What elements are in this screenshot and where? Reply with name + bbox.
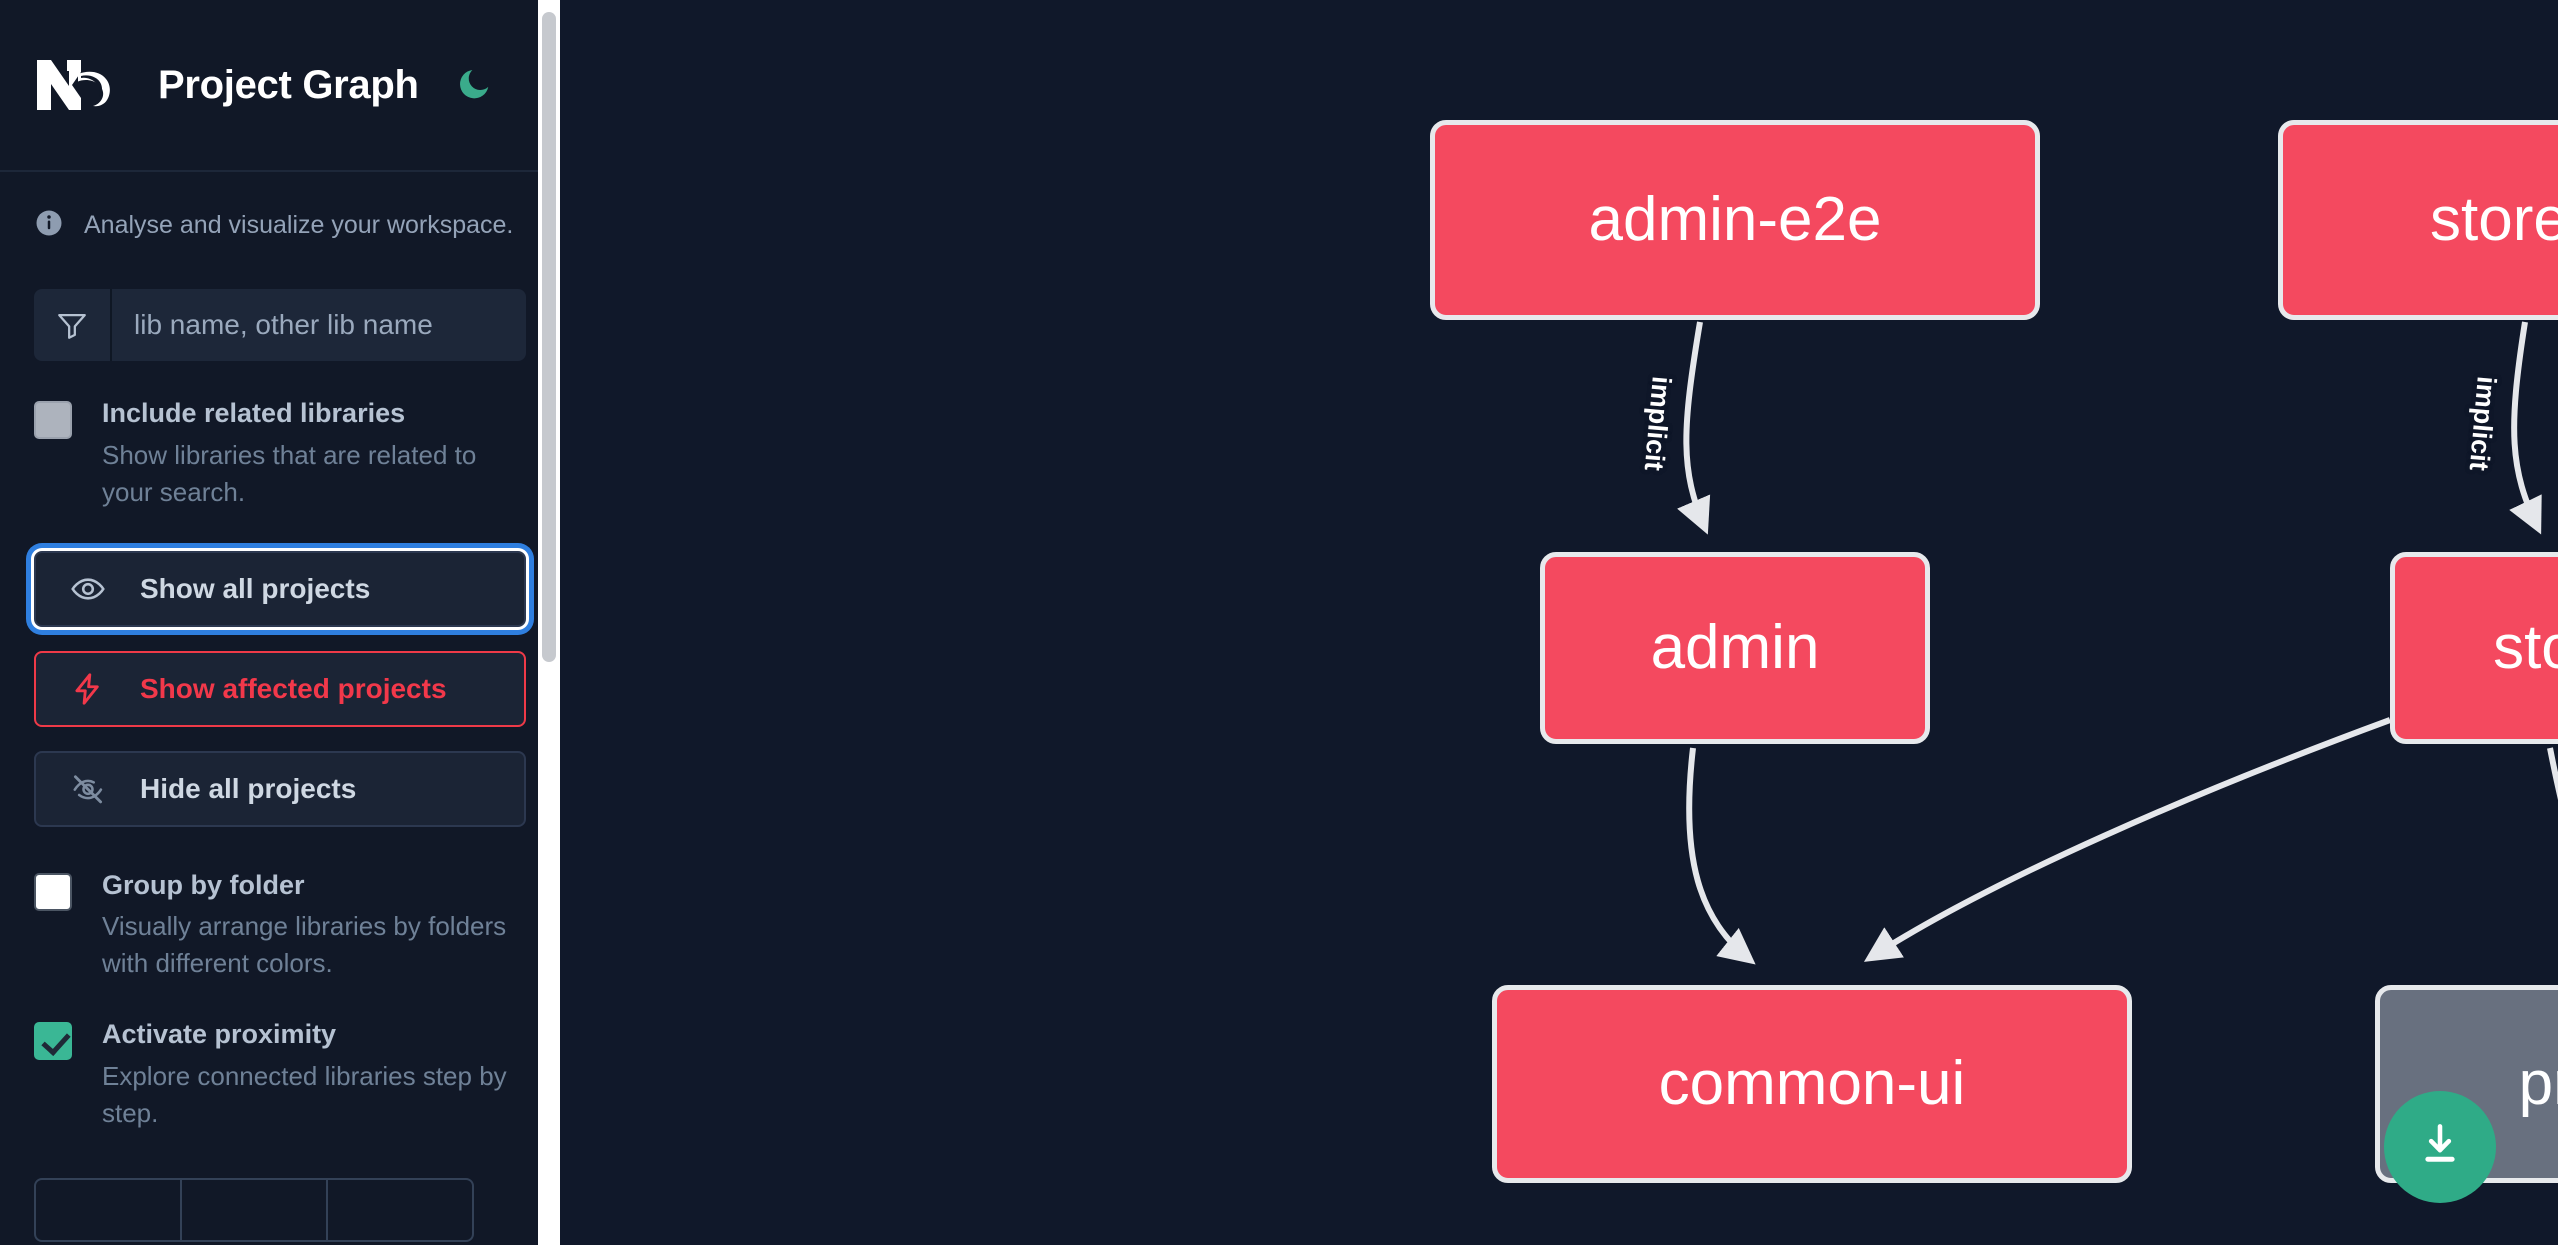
graph-edges xyxy=(1677,321,2558,965)
page-title: Project Graph xyxy=(158,62,419,107)
option-text-activate-proximity: Activate proximity Explore connected lib… xyxy=(102,1018,526,1132)
moon-icon[interactable] xyxy=(451,62,497,108)
filter-icon xyxy=(34,289,112,361)
hide-all-projects-button[interactable]: Hide all projects xyxy=(34,750,526,827)
info-icon xyxy=(34,208,64,243)
download-graph-button[interactable] xyxy=(2384,1091,2496,1203)
option-label: Include related libraries xyxy=(102,398,406,428)
show-all-projects-label: Show all projects xyxy=(140,572,371,604)
option-text-group-by-folder: Group by folder Visually arrange librari… xyxy=(102,869,526,983)
node-label: admin xyxy=(1650,613,1820,682)
option-description: Show libraries that are related to your … xyxy=(102,439,477,507)
eye-off-icon xyxy=(70,771,120,807)
show-affected-projects-button[interactable]: Show affected projects xyxy=(34,650,526,727)
sidebar-note: Analyse and visualize your workspace. xyxy=(0,172,560,243)
option-activate-proximity[interactable]: Activate proximity Explore connected lib… xyxy=(0,982,560,1132)
graph-node-store[interactable]: store xyxy=(2390,552,2558,744)
download-icon xyxy=(2414,1119,2466,1176)
filter-row xyxy=(0,243,560,361)
sidebar-note-text: Analyse and visualize your workspace. xyxy=(84,211,514,239)
proximity-segmented-control[interactable] xyxy=(34,1177,474,1242)
sidebar-header: Project Graph xyxy=(0,0,560,172)
edge-store-e2e-store xyxy=(2509,321,2542,535)
sidebar-scrollbar-thumb[interactable] xyxy=(542,12,556,662)
include-related-libraries-checkbox[interactable] xyxy=(34,401,72,439)
node-label: admin-e2e xyxy=(1588,185,1882,254)
edge-store-common-ui xyxy=(1863,717,2392,962)
graph-node-admin[interactable]: admin xyxy=(1540,552,1930,744)
edge-admin-e2e-admin xyxy=(1677,321,1711,535)
option-label: Group by folder xyxy=(102,869,305,900)
graph-canvas[interactable]: admin-e2e store-e2e admin store common-u… xyxy=(560,0,2558,1245)
filter-box[interactable] xyxy=(34,289,526,361)
projects-button-group: Show all projects Show affected projects xyxy=(0,511,560,827)
node-label: products xyxy=(2518,1049,2558,1118)
hide-all-projects-label: Hide all projects xyxy=(140,772,357,804)
graph-node-admin-e2e[interactable]: admin-e2e xyxy=(1430,120,2040,320)
option-description: Visually arrange libraries by folders wi… xyxy=(102,911,507,979)
edge-store-products xyxy=(2547,747,2558,801)
option-group-by-folder[interactable]: Group by folder Visually arrange librari… xyxy=(0,827,560,983)
option-include-related-libraries[interactable]: Include related libraries Show libraries… xyxy=(0,361,560,511)
checkbox-wrap-group-by-folder xyxy=(34,872,80,983)
sidebar: Project Graph Analyse and visualize your… xyxy=(0,0,560,1245)
option-text-include-related: Include related libraries Show libraries… xyxy=(102,397,526,511)
graph-node-store-e2e[interactable]: store-e2e xyxy=(2278,120,2558,320)
nx-logo-icon xyxy=(34,54,126,116)
bolt-icon xyxy=(70,671,120,707)
segment-3[interactable] xyxy=(328,1180,472,1240)
graph-node-common-ui[interactable]: common-ui xyxy=(1492,985,2132,1183)
node-label: common-ui xyxy=(1658,1049,1966,1118)
option-label: Activate proximity xyxy=(102,1019,337,1050)
option-description: Explore connected libraries step by step… xyxy=(102,1060,507,1128)
node-label: store-e2e xyxy=(2430,185,2558,254)
search-input[interactable] xyxy=(112,289,526,361)
checkbox-wrap-activate-proximity xyxy=(34,1022,80,1132)
segment-2[interactable] xyxy=(182,1179,328,1240)
edge-admin-common-ui xyxy=(1686,747,1756,965)
show-all-projects-button[interactable]: Show all projects xyxy=(34,550,526,627)
segment-1[interactable] xyxy=(36,1179,182,1240)
node-label: store xyxy=(2493,613,2558,682)
activate-proximity-checkbox[interactable] xyxy=(34,1022,72,1061)
show-affected-projects-label: Show affected projects xyxy=(140,672,447,704)
eye-icon xyxy=(70,571,120,607)
checkbox-wrap-include-related xyxy=(34,401,80,511)
proximity-segmented-control-wrap xyxy=(0,1132,560,1242)
group-by-folder-checkbox[interactable] xyxy=(34,872,72,911)
sidebar-scrollbar-track[interactable] xyxy=(538,0,560,1245)
